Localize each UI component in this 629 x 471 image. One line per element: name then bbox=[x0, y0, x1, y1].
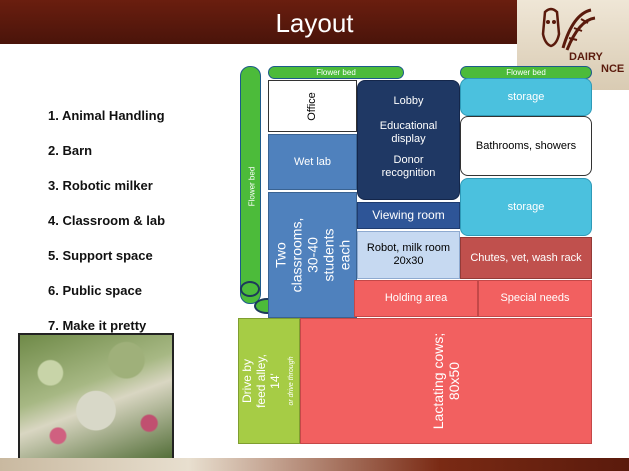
flower-bed-oval bbox=[240, 281, 260, 297]
chutes-vet-room: Chutes, vet, wash rack bbox=[460, 237, 592, 279]
drive-alley-label: Drive by feed alley, 14' bbox=[240, 354, 282, 408]
list-item: 7. Make it pretty bbox=[48, 318, 147, 333]
list-item: 1. Animal Handling bbox=[48, 108, 165, 123]
flower-bed-left-label: Flower bed bbox=[247, 166, 257, 206]
storage-bottom-room: storage bbox=[460, 178, 592, 236]
bathrooms-room: Bathrooms, showers bbox=[460, 116, 592, 176]
drive-feed-alley: Drive by feed alley, 14' or drive throug… bbox=[238, 318, 300, 444]
lobby-label: Lobby bbox=[393, 95, 424, 107]
flower-bed-top-mid: Flower bed bbox=[268, 66, 404, 79]
list-item: 2. Barn bbox=[48, 143, 93, 158]
viewing-room-label: Viewing room bbox=[372, 208, 445, 222]
lobby-room: Lobby Educational display Donor recognit… bbox=[357, 80, 460, 200]
list-item: 3. Robotic milker bbox=[48, 178, 153, 193]
list-item: 6. Public space bbox=[48, 283, 142, 298]
storage-bottom-label: storage bbox=[507, 200, 545, 213]
cow-dna-logo-icon bbox=[541, 7, 596, 51]
logo-word-science: NCE bbox=[601, 63, 625, 75]
drive-through-label: or drive through bbox=[288, 356, 295, 406]
bathrooms-label: Bathrooms, showers bbox=[475, 139, 577, 152]
list-item: 4. Classroom & lab bbox=[48, 213, 166, 228]
lactating-cows-label: Lactating cows; 80x50 bbox=[430, 332, 462, 430]
office-label: Office bbox=[306, 91, 318, 121]
program-list: 1. Animal Handling 2. Barn 3. Robotic mi… bbox=[48, 108, 165, 353]
special-needs-label: Special needs bbox=[500, 292, 570, 304]
footer-bar bbox=[0, 458, 629, 471]
holding-area-label: Holding area bbox=[384, 292, 448, 304]
slide-title: Layout bbox=[275, 8, 354, 38]
storage-top-room: storage bbox=[460, 78, 592, 116]
storage-top-label: storage bbox=[507, 90, 545, 103]
logo-word-dairy: DAIRY bbox=[569, 51, 603, 63]
holding-area: Holding area bbox=[354, 280, 478, 317]
garden-photo bbox=[18, 333, 174, 463]
viewing-room: Viewing room bbox=[357, 202, 460, 229]
classrooms-room: Two classrooms, 30-40 students each bbox=[268, 192, 357, 318]
educational-display-label: Educational display bbox=[379, 120, 438, 145]
robot-room-label: Robot, milk room 20x30 bbox=[366, 242, 451, 267]
donor-recognition-label: Donor recognition bbox=[381, 154, 436, 179]
list-item: 5. Support space bbox=[48, 248, 153, 263]
classrooms-label: Two classrooms, 30-40 students each bbox=[272, 217, 353, 293]
wet-lab-label: Wet lab bbox=[293, 155, 332, 168]
office-room: Office bbox=[268, 80, 357, 132]
robot-milk-room: Robot, milk room 20x30 bbox=[357, 231, 460, 279]
special-needs-area: Special needs bbox=[478, 280, 592, 317]
chutes-label: Chutes, vet, wash rack bbox=[470, 251, 582, 264]
flower-bed-left: Flower bed bbox=[240, 66, 261, 304]
wet-lab-room: Wet lab bbox=[268, 134, 357, 190]
lactating-cows-area: Lactating cows; 80x50 bbox=[300, 318, 592, 444]
